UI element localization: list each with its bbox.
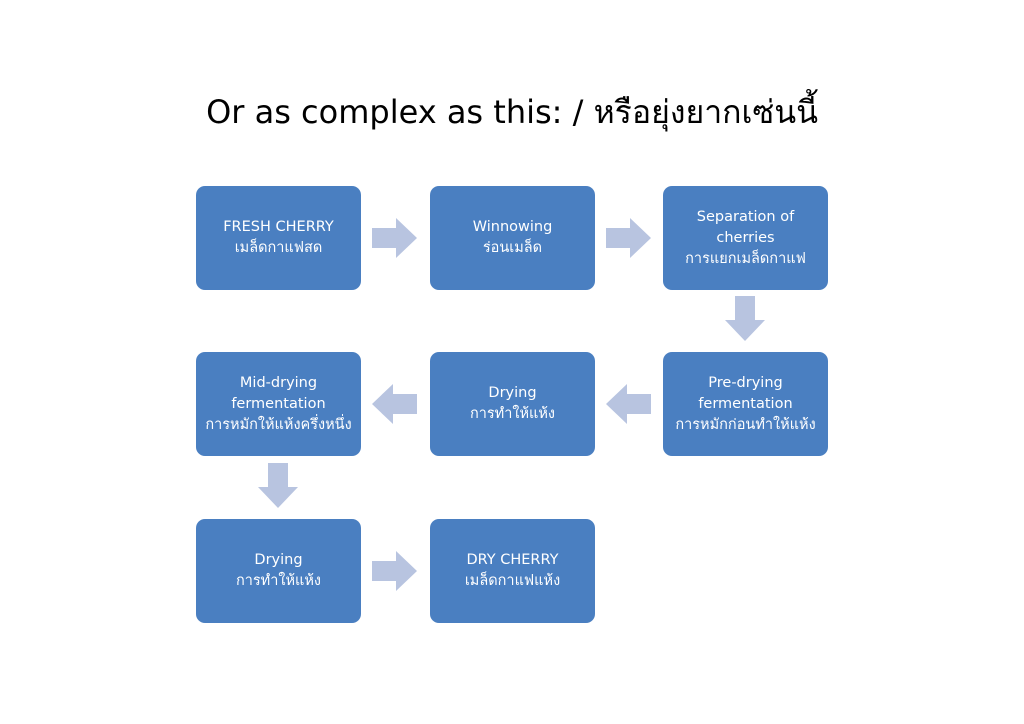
process-box-fresh-cherry[interactable]: FRESH CHERRY เมล็ดกาแฟสด [196,186,361,290]
arrow-left-drying-to-mid-drying [372,383,418,425]
process-box-winnowing[interactable]: Winnowing ร่อนเมล็ด [430,186,595,290]
process-box-label-en: Drying [488,385,537,401]
process-box-label-th: เมล็ดกาแฟแห้ง [464,573,561,589]
process-box-separation-of-cherries[interactable]: Separation of cherries การแยกเมล็ดกาแฟ [663,186,828,290]
process-box-dry-cherry[interactable]: DRY CHERRY เมล็ดกาแฟแห้ง [430,519,595,623]
process-box-label-th: การแยกเมล็ดกาแฟ [685,250,806,267]
process-box-label-en: Winnowing [472,219,553,235]
process-box-label-en: Separation of cherries [696,208,795,246]
page-title: Or as complex as this: / หรือยุ่งยากเซ่น… [206,93,818,131]
process-box-label-th: การทำให้แห้ง [235,573,322,589]
process-box-label-th: เมล็ดกาแฟสด [234,240,323,256]
process-box-label-en: Drying [254,552,303,568]
process-box-label-th: การทำให้แห้ง [469,406,556,422]
process-box-mid-drying-fermentation[interactable]: Mid-drying fermentation การหมักให้แห้งคร… [196,352,361,456]
arrow-right-winnowing-to-separation [606,217,652,259]
process-box-label-en: Pre-drying fermentation [698,374,793,412]
process-box-label-th: ร่อนเมล็ด [482,240,543,256]
process-box-drying-mid[interactable]: Drying การทำให้แห้ง [430,352,595,456]
process-box-label-en: Mid-drying fermentation [231,374,326,412]
arrow-down-separation-to-pre-drying [724,296,766,342]
process-box-drying-final[interactable]: Drying การทำให้แห้ง [196,519,361,623]
process-box-label-th: การหมักก่อนทำให้แห้ง [675,416,816,433]
arrow-left-pre-drying-to-drying [606,383,652,425]
process-box-label-en: FRESH CHERRY [223,219,334,235]
process-box-pre-drying-fermentation[interactable]: Pre-drying fermentation การหมักก่อนทำให้… [663,352,828,456]
arrow-right-fresh-cherry-to-winnowing [372,217,418,259]
arrow-right-drying-final-to-dry-cherry [372,550,418,592]
process-box-label-en: DRY CHERRY [466,552,559,568]
arrow-down-mid-drying-to-drying-final [257,463,299,509]
process-box-label-th: การหมักให้แห้งครึ่งหนึ่ง [205,416,352,433]
